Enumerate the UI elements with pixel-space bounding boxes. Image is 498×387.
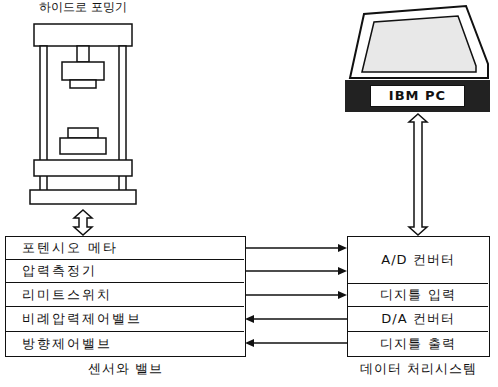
sensor-box: 리미트스위치: [6, 282, 244, 306]
connector: [245, 267, 347, 275]
node-label: 방향제어밸브: [22, 336, 112, 352]
io-box: 디지틀 입력: [348, 283, 488, 306]
node-label: 압력측정기: [22, 263, 97, 279]
connector: [74, 210, 92, 235]
node-label: 디지틀 출력: [380, 336, 455, 352]
node-label: 리미트스위치: [22, 287, 112, 303]
hydroforming-press: [30, 24, 136, 204]
node-label: IBM PC: [370, 85, 465, 107]
group-caption: 데이터 처리시스템: [348, 361, 489, 377]
connector: [245, 291, 347, 299]
connector: [409, 114, 427, 235]
node-label: 하이드로 포밍기: [28, 0, 138, 14]
connector: [245, 244, 347, 252]
connector: [245, 339, 347, 347]
press-node: 하이드로 포밍기: [28, 0, 138, 208]
io-box: 디지틀 출력: [348, 331, 488, 355]
node-label: A/D 컨버터: [381, 252, 454, 268]
pc-node: IBM PC: [345, 80, 490, 112]
connector: [245, 315, 347, 323]
sensor-group: 센서와 밸브포텐시오 메타압력측정기리미트스위치비례압력제어밸브방향제어밸브: [5, 236, 246, 357]
io-box: D/A 컨버터: [348, 306, 488, 331]
sensor-box: 포텐시오 메타: [6, 237, 244, 259]
node-label: 비례압력제어밸브: [22, 311, 142, 327]
node-label: D/A 컨버터: [381, 311, 454, 327]
valve-box: 방향제어밸브: [6, 331, 244, 355]
daq-group: 데이터 처리시스템A/D 컨버터디지틀 입력D/A 컨버터디지틀 출력: [347, 236, 490, 357]
pc-monitor: [350, 6, 488, 78]
node-label: 디지틀 입력: [380, 287, 455, 303]
group-caption: 센서와 밸브: [6, 361, 245, 377]
sensor-box: 압력측정기: [6, 259, 244, 282]
io-box: A/D 컨버터: [348, 237, 488, 283]
valve-box: 비례압력제어밸브: [6, 306, 244, 331]
node-label: 포텐시오 메타: [22, 240, 118, 256]
